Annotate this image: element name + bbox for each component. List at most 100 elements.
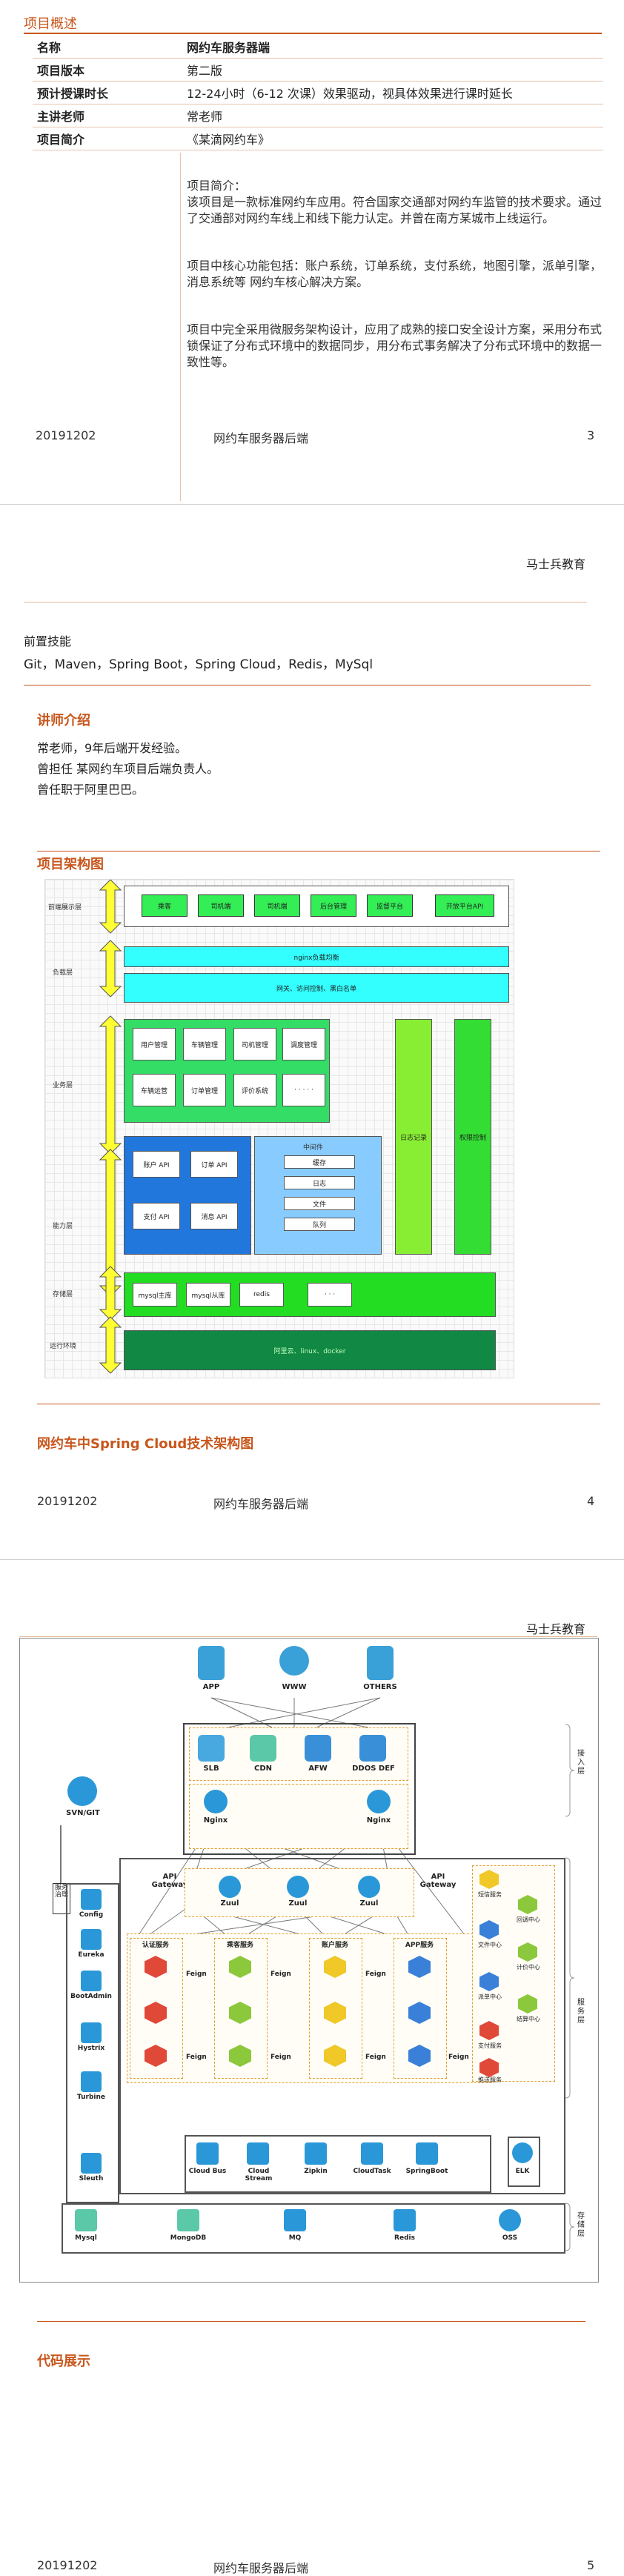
service-label: 认证服务 bbox=[142, 1942, 169, 1949]
prereq-title: 前置技能 bbox=[24, 634, 72, 648]
hexagon-icon bbox=[145, 2045, 167, 2067]
hexagon-icon bbox=[324, 2045, 346, 2067]
feign-label: Feign bbox=[448, 2054, 469, 2061]
mysql-icon bbox=[75, 2209, 97, 2231]
table-value: 12-24小时（6-12 次课）效果驱动，视具体效果进行课时延长 bbox=[182, 81, 603, 104]
zuul-label: Zuul bbox=[288, 1899, 308, 1908]
table-value: 网约车服务器端 bbox=[182, 36, 603, 59]
layer-arrows bbox=[99, 880, 122, 1374]
biz-item: 评价系统 bbox=[233, 1074, 276, 1106]
elk-box bbox=[508, 2137, 540, 2187]
storage-label: Mysql bbox=[75, 2234, 97, 2242]
table-value: 第二版 bbox=[182, 58, 603, 82]
teacher-lines: 常老师，9年后端开发经验。 曾担任 某网约车项目后端负责人。 曾任职于阿里巴巴。 bbox=[37, 738, 219, 800]
nginx-box: nginx负载均衡 bbox=[124, 946, 509, 967]
zuul-icon bbox=[358, 1876, 380, 1898]
cloud-bus-icon bbox=[196, 2142, 219, 2165]
service-layer-label: 服务层 bbox=[577, 1999, 585, 2025]
intro-paragraph-3: 项目中完全采用微服务架构设计，应用了成熟的接口安全设计方案，采用分布式锁保证了分… bbox=[187, 322, 603, 369]
infra-label: Cloud Bus bbox=[188, 2168, 227, 2175]
service-column bbox=[214, 1938, 268, 2079]
client-label: OTHERS bbox=[363, 1683, 397, 1691]
storage-label: MongoDB bbox=[170, 2234, 207, 2242]
table-key: 项目版本 bbox=[33, 58, 182, 82]
access-layer bbox=[183, 1723, 416, 1855]
api-item: 账户 API bbox=[133, 1151, 180, 1178]
front-item: 监督平台 bbox=[367, 894, 413, 917]
hexagon-icon bbox=[229, 2045, 251, 2067]
table-value: 《某滴网约车》 bbox=[182, 127, 603, 150]
service-label: 乘客服务 bbox=[226, 1942, 253, 1949]
right-service-label: 结算中心 bbox=[517, 2016, 540, 2022]
code-title: 代码展示 bbox=[37, 2354, 90, 2369]
teacher-line: 曾任职于阿里巴巴。 bbox=[37, 783, 145, 797]
layer-label: 存储层 bbox=[53, 1291, 73, 1298]
storage-label: MQ bbox=[288, 2234, 302, 2242]
feign-label: Feign bbox=[186, 2054, 207, 2061]
globe-icon bbox=[279, 1646, 309, 1676]
right-service-label: 推送服务 bbox=[478, 2077, 502, 2083]
git-icon bbox=[67, 1776, 97, 1806]
page-break bbox=[0, 1559, 624, 1560]
storage-item: redis bbox=[239, 1283, 284, 1307]
intro-title: 项目简介： bbox=[187, 179, 247, 193]
footer-title: 网约车服务器后端 bbox=[213, 1497, 309, 1511]
biz-item: 车辆管理 bbox=[183, 1028, 226, 1060]
client-label: APP bbox=[202, 1683, 220, 1691]
middleware-item: 队列 bbox=[284, 1218, 355, 1231]
slb-icon bbox=[198, 1735, 225, 1762]
zuul-icon bbox=[287, 1876, 309, 1898]
api-item: 订单 API bbox=[190, 1151, 238, 1178]
teacher-line: 曾担任 某网约车项目后端负责人。 bbox=[37, 762, 219, 776]
right-service-label: 计价中心 bbox=[517, 1964, 540, 1971]
right-service-label: 回调中心 bbox=[517, 1916, 540, 1923]
cloud-architecture-title: 网约车中Spring Cloud技术架构图 bbox=[37, 1436, 254, 1452]
double-arrow-icon bbox=[99, 1015, 122, 1155]
table-row: 主讲老师常老师 bbox=[33, 104, 603, 127]
brand-name: 马士兵教育 bbox=[526, 557, 586, 571]
double-arrow-icon bbox=[99, 880, 122, 934]
hexagon-icon bbox=[229, 1956, 251, 1978]
runtime-layer: 阿里云、linux、docker bbox=[124, 1330, 496, 1370]
table-value: 常老师 bbox=[182, 104, 603, 127]
layer-label: 业务层 bbox=[53, 1082, 73, 1089]
tool-label: BootAdmin bbox=[70, 1993, 112, 2000]
zuul-label: Zuul bbox=[359, 1899, 379, 1908]
svn-label: SVN/GIT bbox=[66, 1809, 100, 1817]
cloud-stream-icon bbox=[247, 2142, 269, 2165]
footer-title: 网约车服务器后端 bbox=[213, 431, 309, 445]
access-label: DDOS DEF bbox=[352, 1765, 395, 1773]
footer-page-number: 5 bbox=[587, 2558, 595, 2572]
tool-label: Turbine bbox=[76, 2094, 106, 2101]
spring-cloud-diagram: APP WWW OTHERS SLB CDN AFW DDOS DEF Ngin… bbox=[19, 1638, 599, 2283]
divider bbox=[37, 2321, 585, 2322]
footer-page-number: 3 bbox=[587, 428, 595, 442]
service-column bbox=[130, 1938, 183, 2079]
infra-row bbox=[185, 2135, 491, 2193]
hexagon-icon bbox=[324, 1956, 346, 1978]
front-item: 后台管理 bbox=[311, 894, 356, 917]
middleware-item: 文件 bbox=[284, 1197, 355, 1210]
api-item: 消息 API bbox=[190, 1203, 238, 1229]
table-key: 名称 bbox=[33, 36, 182, 59]
footer-title: 网约车服务器后端 bbox=[213, 2561, 309, 2575]
auth-column: 权限控制 bbox=[454, 1019, 491, 1255]
right-service-label: 文件中心 bbox=[478, 1942, 502, 1948]
divider bbox=[24, 685, 591, 686]
nginx-label: Nginx bbox=[366, 1816, 391, 1825]
intro-paragraph-2: 项目中核心功能包括：账户系统，订单系统，支付系统，地图引擎，派单引擎，消息系统等… bbox=[187, 259, 603, 289]
feign-label: Feign bbox=[365, 2054, 386, 2061]
front-item: 司机端 bbox=[198, 894, 244, 917]
eureka-icon bbox=[81, 1929, 102, 1950]
tool-label: Sleuth bbox=[79, 2175, 104, 2182]
intro-paragraph-1: 该项目是一款标准网约车应用。符合国家交通部对网约车监管的技术要求。通过了交通部对… bbox=[187, 195, 603, 225]
hexagon-icon bbox=[145, 1956, 167, 1978]
double-arrow-icon bbox=[99, 1149, 122, 1297]
biz-item: 订单管理 bbox=[183, 1074, 226, 1106]
table-column-line bbox=[180, 153, 181, 501]
device-icon bbox=[367, 1646, 394, 1680]
feign-label: Feign bbox=[270, 1971, 291, 1978]
cloudtask-icon bbox=[361, 2142, 383, 2165]
springboot-icon bbox=[416, 2142, 438, 2165]
